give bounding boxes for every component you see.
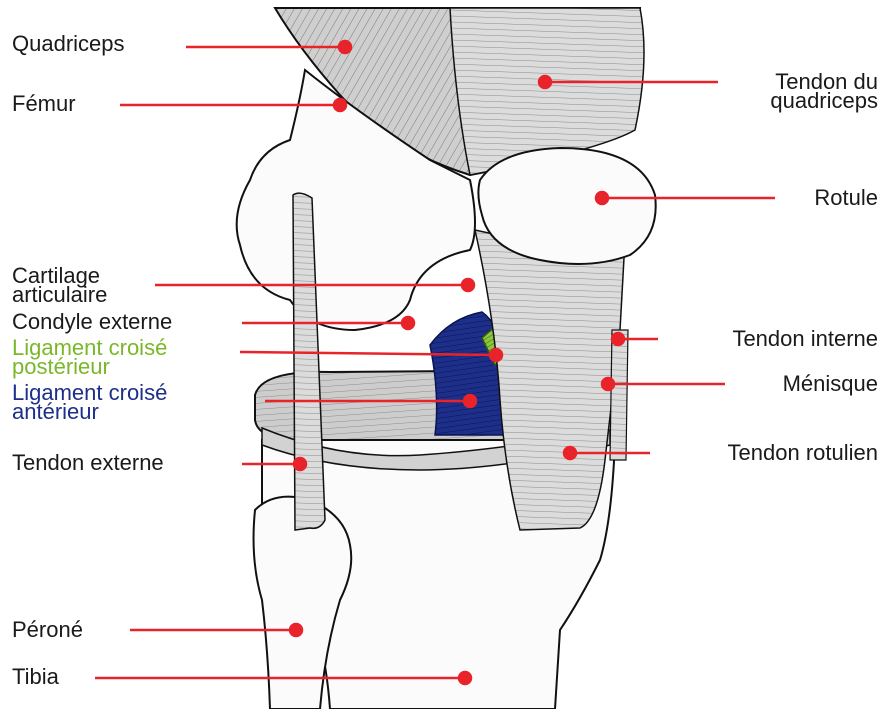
leader-dot-lcp [490, 349, 502, 361]
label-quadriceps: Quadriceps [12, 34, 125, 53]
label-tendon-externe: Tendon externe [12, 453, 164, 472]
label-tendon-rotulien: Tendon rotulien [728, 443, 878, 462]
leader-dot-lca [464, 395, 476, 407]
label-lcp: Ligament croisé postérieur [12, 338, 167, 376]
leader-dot-tendon-externe [294, 458, 306, 470]
leader-dot-perone [290, 624, 302, 636]
label-tendon-interne: Tendon interne [732, 329, 878, 348]
leader-dot-femur [334, 99, 346, 111]
leader-dot-tibia [459, 672, 471, 684]
leader-dot-rotule [596, 192, 608, 204]
patella-bone [478, 148, 655, 264]
internal-tendon-band [610, 330, 628, 460]
label-menisque: Ménisque [783, 374, 878, 393]
leader-dot-menisque [602, 378, 614, 390]
leader-dot-tendon-rotulien [564, 447, 576, 459]
label-tibia: Tibia [12, 667, 59, 686]
leader-dot-condyle [402, 317, 414, 329]
label-tendon-quadriceps: Tendon du quadriceps [770, 72, 878, 110]
label-rotule: Rotule [814, 188, 878, 207]
label-cartilage: Cartilage articulaire [12, 266, 107, 304]
leader-dot-tendon-interne [612, 333, 624, 345]
leader-dot-quadriceps [339, 41, 351, 53]
label-condyle: Condyle externe [12, 312, 172, 331]
leader-dot-tendon-quadriceps [539, 76, 551, 88]
label-perone: Péroné [12, 620, 83, 639]
label-femur: Fémur [12, 94, 76, 113]
leader-dot-cartilage [462, 279, 474, 291]
label-lca: Ligament croisé antérieur [12, 383, 167, 421]
